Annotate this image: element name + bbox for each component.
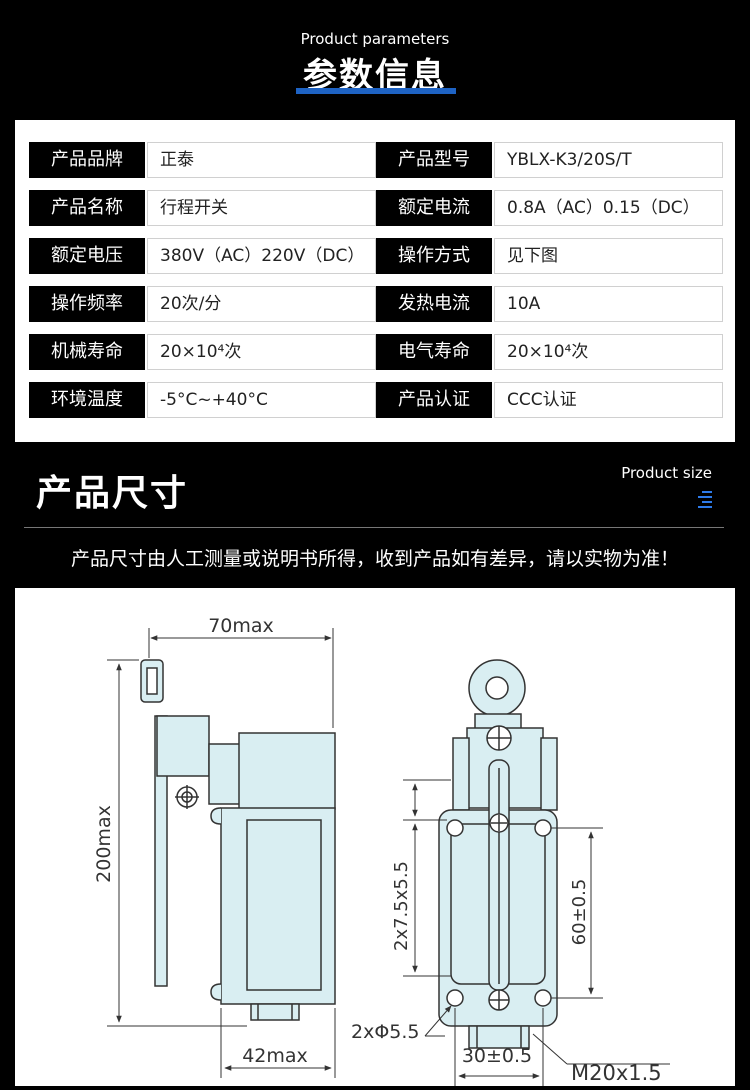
table-row: 额定电压 380V（AC）220V（DC） 操作方式 见下图: [29, 238, 723, 274]
param-key: 产品认证: [376, 382, 492, 418]
table-row: 机械寿命 20×10⁴次 电气寿命 20×10⁴次: [29, 334, 723, 370]
param-key: 产品品牌: [29, 142, 145, 178]
param-value: CCC认证: [494, 382, 723, 418]
param-key: 发热电流: [376, 286, 492, 322]
param-value: YBLX-K3/20S/T: [494, 142, 723, 178]
param-value: 见下图: [494, 238, 723, 274]
param-value: 正泰: [147, 142, 376, 178]
dimension-drawing: 70max 200max 42max: [15, 588, 735, 1086]
param-key: 额定电流: [376, 190, 492, 226]
param-value: 10A: [494, 286, 723, 322]
param-value: 20×10⁴次: [147, 334, 376, 370]
param-key: 产品名称: [29, 190, 145, 226]
param-key: 操作方式: [376, 238, 492, 274]
dim-holes-label: 2xΦ5.5: [351, 1021, 420, 1043]
dim-width-label: 70max: [208, 615, 274, 637]
param-value: 20×10⁴次: [494, 334, 723, 370]
param-value: 行程开关: [147, 190, 376, 226]
param-key: 环境温度: [29, 382, 145, 418]
dimension-drawing-svg: 70max 200max 42max: [93, 615, 670, 1086]
param-value: 20次/分: [147, 286, 376, 322]
param-value: 380V（AC）220V（DC）: [147, 238, 376, 274]
dim-body-width-label: 42max: [242, 1045, 308, 1067]
dim-thread-label: M20x1.5: [571, 1061, 662, 1085]
table-row: 操作频率 20次/分 发热电流 10A: [29, 286, 723, 322]
dim-hole-spacing-label: 60±0.5: [569, 879, 590, 946]
dim-slot-label: 2x7.5x5.5: [391, 861, 412, 951]
size-notice: 产品尺寸由人工测量或说明书所得，收到产品如有差异，请以实物为准！: [70, 548, 679, 570]
front-view-dims: [403, 779, 670, 1086]
param-key: 机械寿命: [29, 334, 145, 370]
header-underline: [296, 88, 456, 94]
divider: [24, 527, 724, 528]
size-title-en: Product size: [621, 464, 712, 482]
param-key: 额定电压: [29, 238, 145, 274]
param-key: 产品型号: [376, 142, 492, 178]
dim-base-label: 30±0.5: [462, 1045, 532, 1067]
param-value: 0.8A（AC）0.15（DC）: [494, 190, 723, 226]
header-subtitle-en: Product parameters: [300, 30, 450, 48]
menu-lines-icon: [694, 488, 712, 508]
front-view: [438, 659, 558, 1049]
param-value: -5°C~+40°C: [147, 382, 376, 418]
params-table: 产品品牌 正泰 产品型号 YBLX-K3/20S/T 产品名称 行程开关 额定电…: [15, 120, 735, 442]
table-row: 产品品牌 正泰 产品型号 YBLX-K3/20S/T: [29, 142, 723, 178]
param-key: 操作频率: [29, 286, 145, 322]
size-title: 产品尺寸: [36, 473, 189, 514]
side-view: [140, 659, 336, 1021]
table-row: 环境温度 -5°C~+40°C 产品认证 CCC认证: [29, 382, 723, 418]
dim-height-label: 200max: [93, 805, 115, 883]
side-view-dims: [107, 628, 336, 1078]
table-row: 产品名称 行程开关 额定电流 0.8A（AC）0.15（DC）: [29, 190, 723, 226]
param-key: 电气寿命: [376, 334, 492, 370]
